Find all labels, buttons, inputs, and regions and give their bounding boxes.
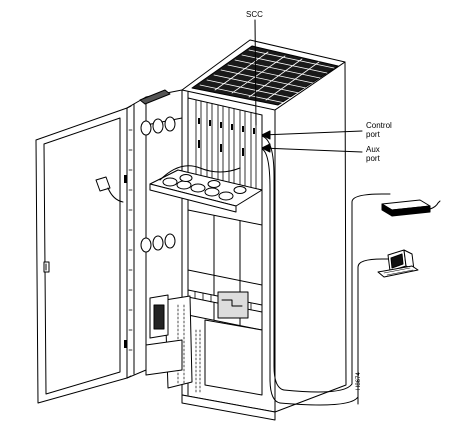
door-box xyxy=(95,176,124,203)
cable-shelf xyxy=(149,165,263,213)
card-cage xyxy=(187,97,263,191)
console-cables xyxy=(261,135,393,406)
aux-port-label-line1: Aux xyxy=(366,145,380,154)
cable-rings xyxy=(139,89,176,253)
figure-code: H8674 xyxy=(356,372,362,390)
scc-label: SCC xyxy=(246,10,263,19)
control-port-label-line2: port xyxy=(366,130,380,139)
control-port-label: Control port xyxy=(366,121,392,139)
rack-rails xyxy=(126,89,183,379)
control-port-label-line1: Control xyxy=(366,121,392,130)
aux-port-label-line2: port xyxy=(366,154,380,163)
chassis-top xyxy=(181,39,346,111)
terminal-icon xyxy=(377,249,419,278)
aux-port-label: Aux port xyxy=(366,145,380,163)
port-arrows xyxy=(261,130,363,153)
modem-icon xyxy=(381,199,441,217)
front-door xyxy=(35,105,132,404)
scc-leader xyxy=(254,19,257,126)
